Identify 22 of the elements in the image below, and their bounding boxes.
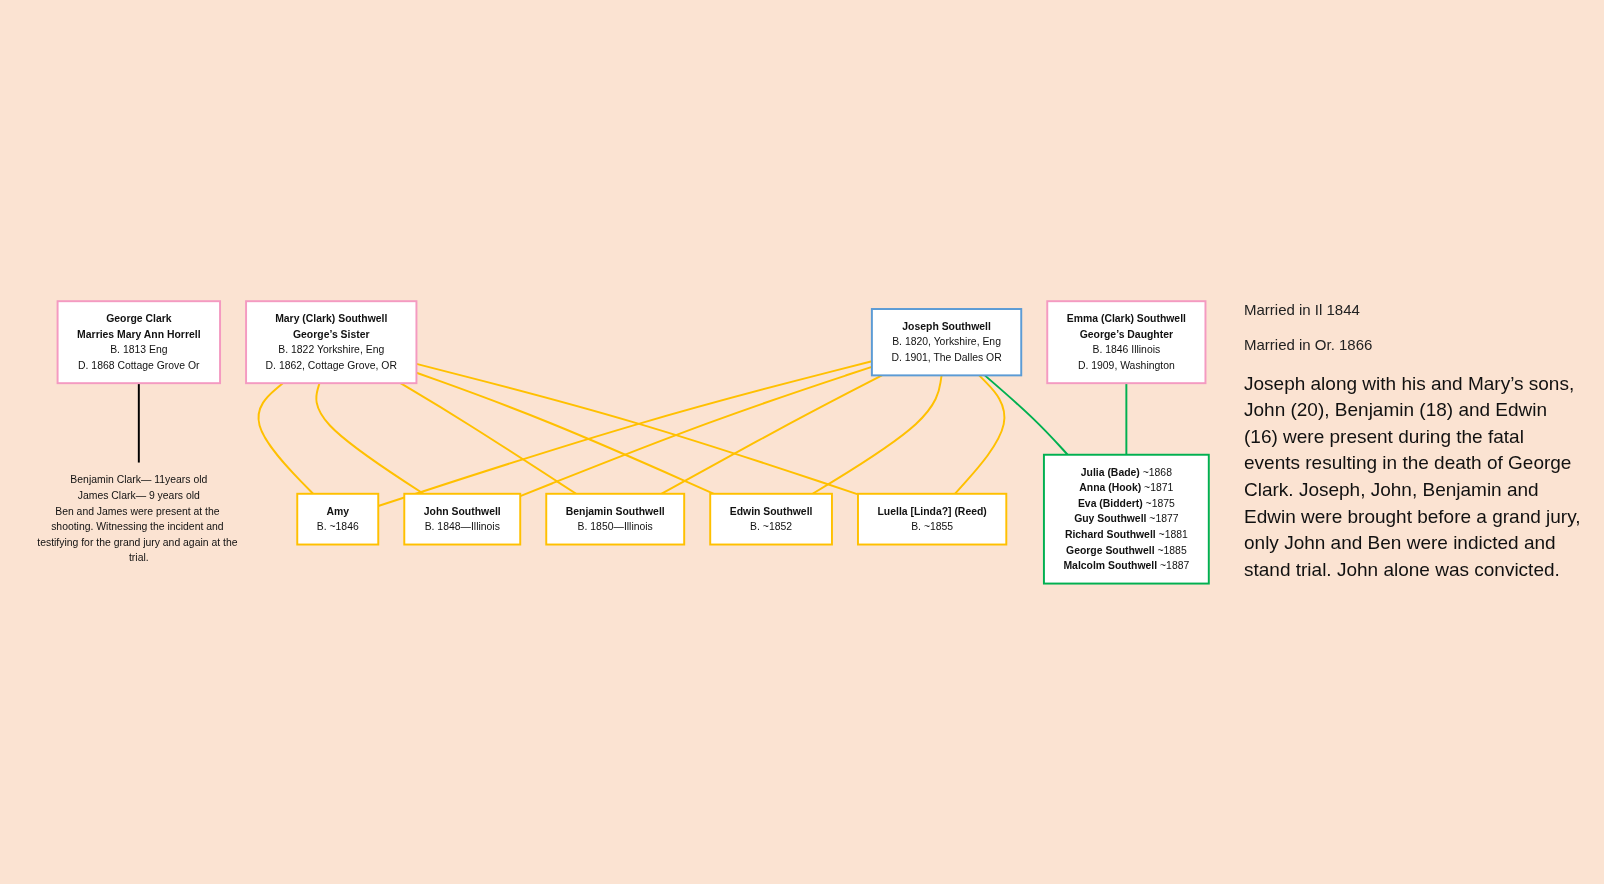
node-box: Benjamin Southwell B. 1850—Illinois (545, 492, 686, 546)
connector (983, 374, 1069, 456)
connector (257, 381, 315, 495)
node-box: Luella [Linda?] (Reed) B. ~1855 (857, 492, 1008, 546)
connector (399, 381, 578, 495)
connector (811, 374, 943, 495)
node-box: George Clark Marries Mary Ann Horrell B. 1813 Eng D. 1868 Cottage Grove Or (56, 299, 221, 384)
connector (660, 374, 883, 495)
node-box: Edwin Southwell B. ~1852 (709, 492, 833, 546)
node-box: Mary (Clark) Southwell George’s Sister B. 1822 Yorkshire, Eng D. 1862, Cottage Grove, OR (245, 299, 418, 384)
marriage-label: Married in Il 1844 (1244, 300, 1361, 318)
node-box: John Southwell B. 1848—Illinois (403, 492, 522, 546)
note-text: Joseph along with his and Mary’s sons, John (20), Benjamin (18) and Edwin (16) were present during the fatal events resulting in the death of George Clark. Joseph, John, Benjamin and Edwin were brought before a grand jury, only John and Ben were indicted and stand trial. John alone was convicted. (1244, 371, 1582, 582)
connector (1125, 381, 1128, 456)
node-text: Benjamin Clark— 11years old James Clark— 9 years old Ben and James were present at the shooting. Witnessing the incident and testifying for the grand jury and again at the trial. (37, 473, 238, 563)
node-box: Emma (Clark) Southwell George’s Daughter B. 1846 Illinois D. 1909, Washington (1046, 299, 1207, 384)
node-box: Joseph Southwell B. 1820, Yorkshire, Eng D. 1901, The Dalles OR (870, 307, 1023, 376)
connector (137, 381, 140, 464)
connector (953, 374, 1006, 495)
node-box: Julia (Bade) ~1868 Anna (Hook) ~1871 Eva (Biddert) ~1875 Guy Southwell ~1877 Richard Southwell ~1881 George Southwell ~1885 Malcolm Southwell ~1887 (1042, 453, 1210, 585)
marriage-label: Married in Or. 1866 (1244, 335, 1374, 353)
node-box: Amy B. ~1846 (296, 492, 380, 546)
